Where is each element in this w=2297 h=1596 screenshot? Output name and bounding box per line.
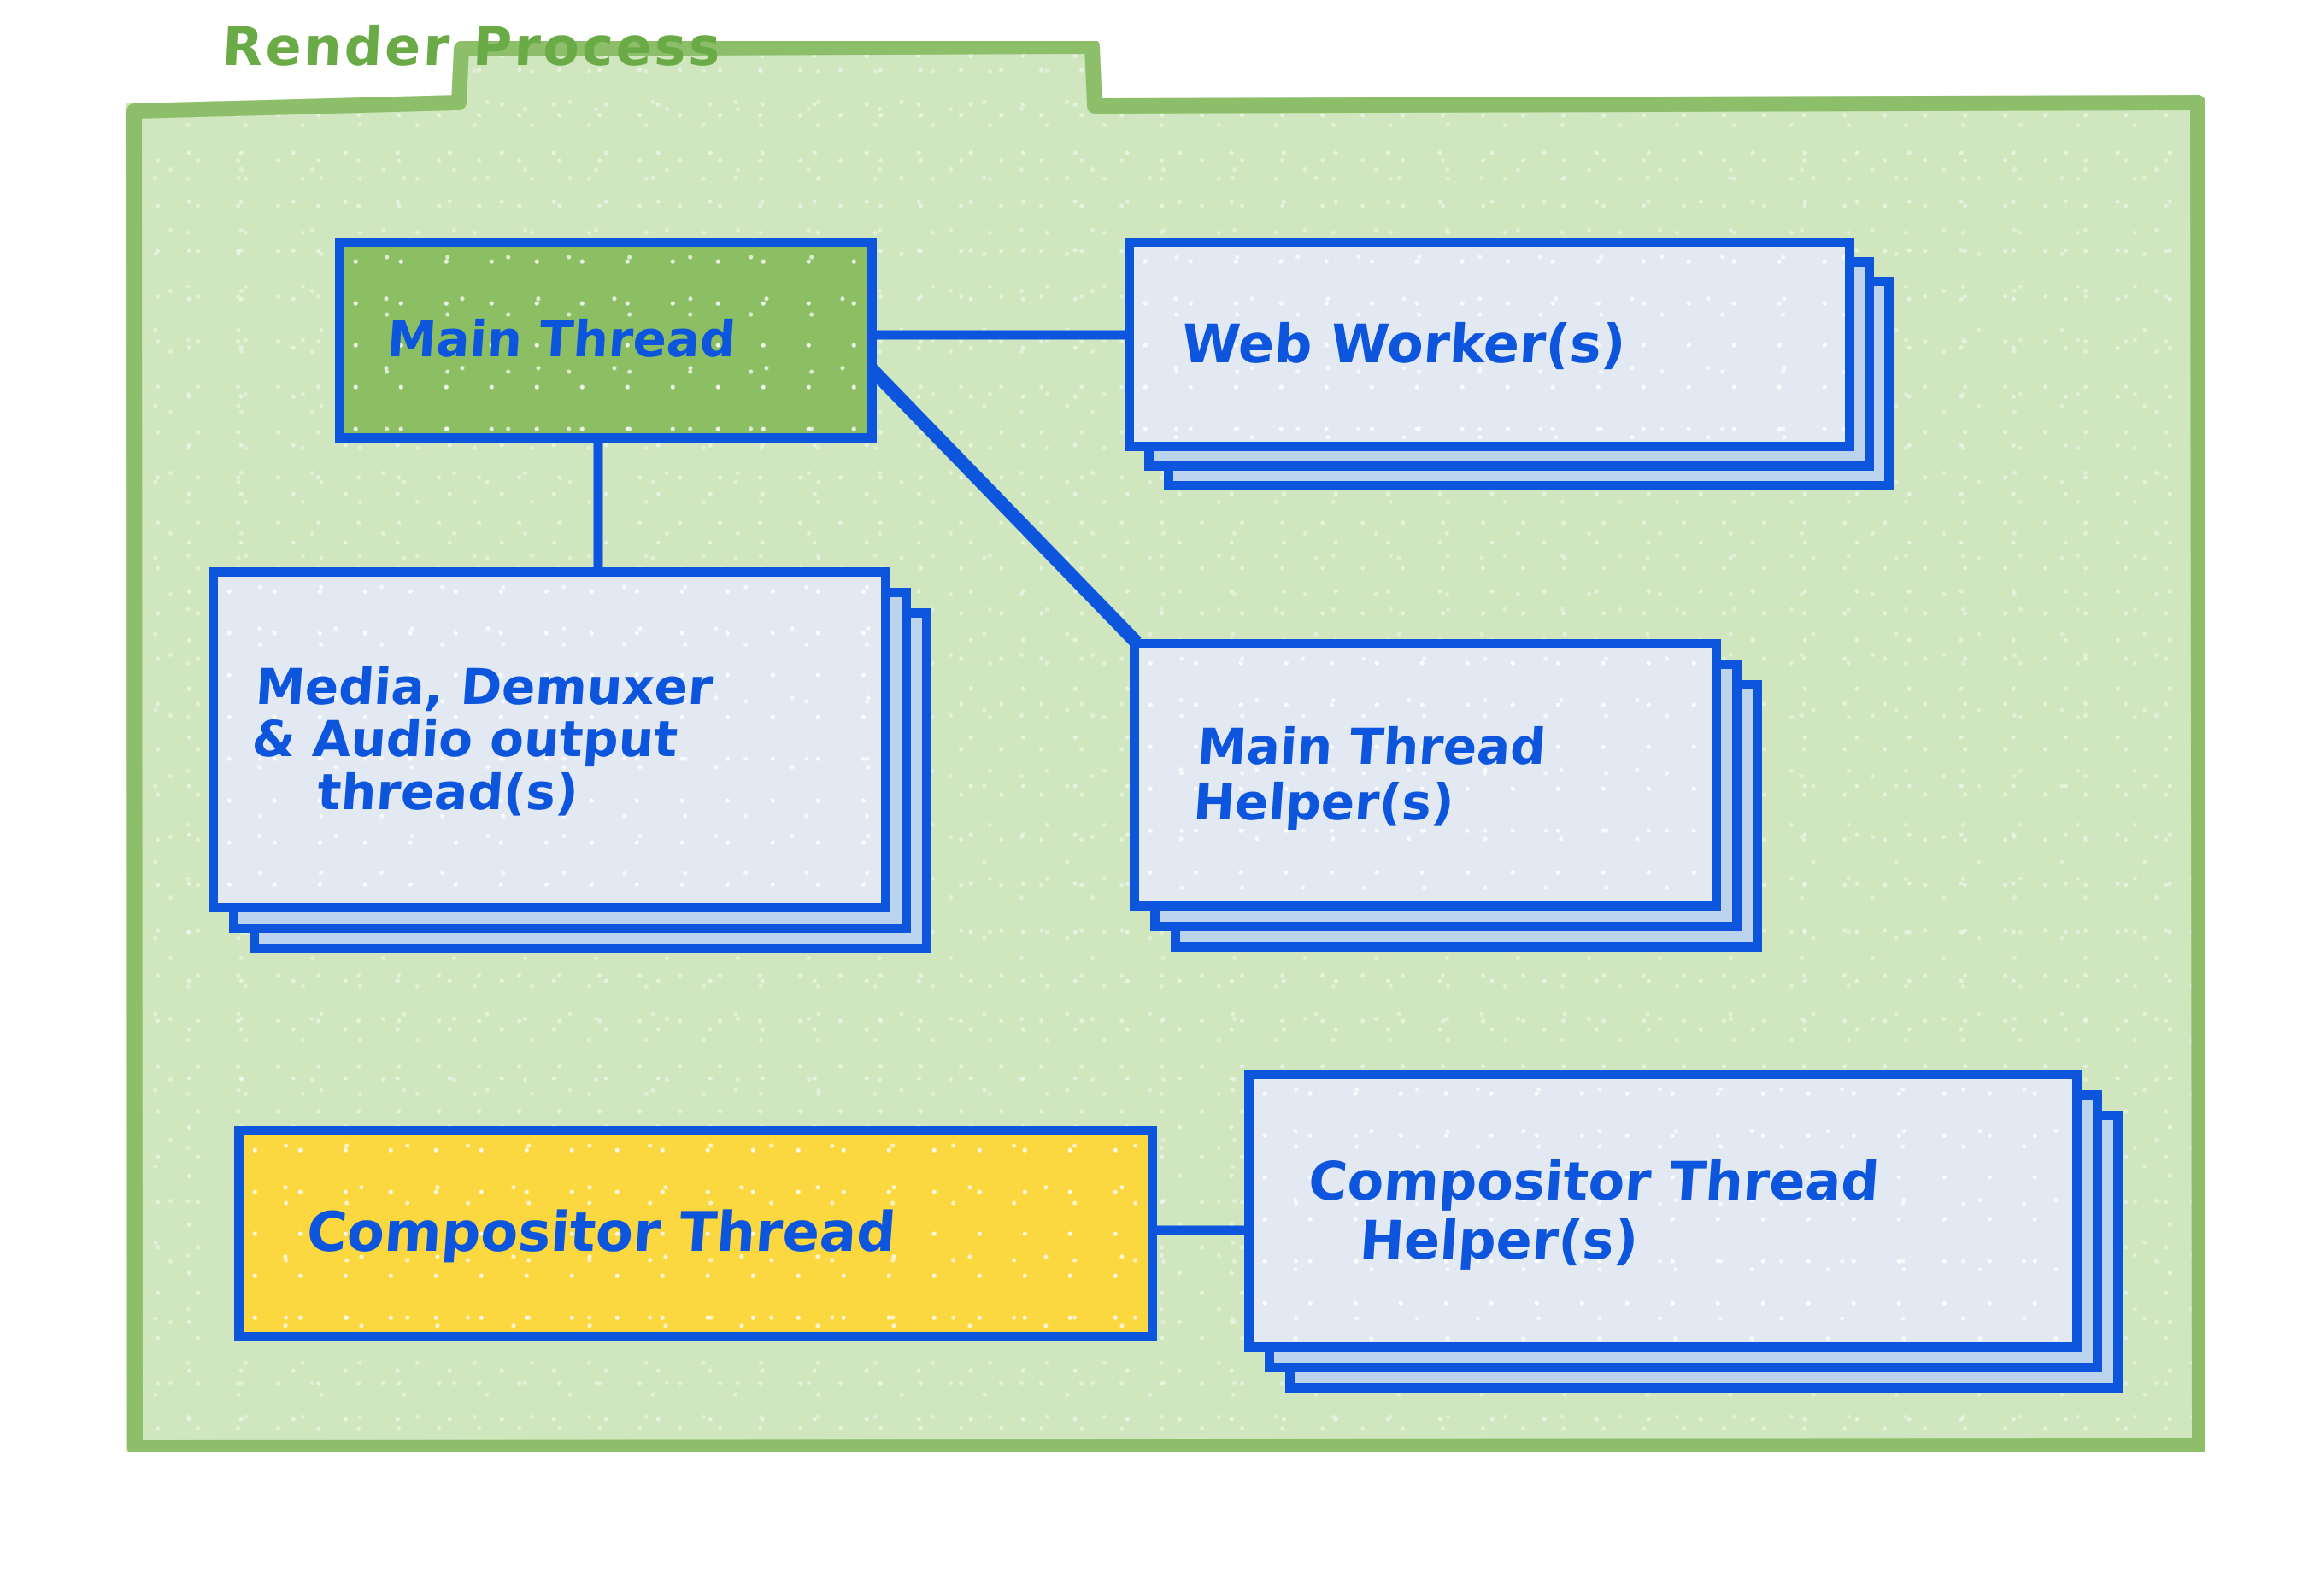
web-worker-label: Web Worker(s)	[1179, 313, 1628, 376]
main-thread-card[interactable]: Main Thread	[335, 238, 877, 443]
main-thread-helper-label: Main Thread Helper(s)	[1191, 718, 1548, 831]
media-demuxer-audio-card[interactable]: Media, Demuxer & Audio output thread(s)	[209, 567, 890, 912]
card-texture	[1254, 1079, 2072, 1342]
compositor-thread-label: Compositor Thread	[304, 1201, 898, 1265]
card-texture	[218, 577, 881, 903]
node-main-thread-helper[interactable]: Main Thread Helper(s)	[1130, 639, 1813, 998]
card-texture	[1134, 247, 1845, 442]
node-main-thread[interactable]: Main Thread	[335, 238, 877, 443]
compositor-thread-helper-card[interactable]: Compositor Thread Helper(s)	[1244, 1070, 2082, 1352]
main-thread-label: Main Thread	[385, 310, 738, 369]
page-title: Render Process	[220, 15, 725, 78]
card-texture	[1139, 648, 1712, 901]
node-media-demuxer-audio[interactable]: Media, Demuxer & Audio output thread(s)	[209, 567, 978, 960]
node-web-worker[interactable]: Web Worker(s)	[1125, 238, 1894, 490]
web-worker-card[interactable]: Web Worker(s)	[1125, 238, 1854, 451]
card-texture	[344, 247, 867, 433]
card-texture	[244, 1135, 1148, 1332]
compositor-thread-card[interactable]: Compositor Thread	[234, 1126, 1157, 1341]
media-demuxer-audio-label: Media, Demuxer & Audio output thread(s)	[246, 657, 715, 821]
node-compositor-thread[interactable]: Compositor Thread	[234, 1126, 1157, 1341]
main-thread-helper-card[interactable]: Main Thread Helper(s)	[1130, 639, 1721, 911]
compositor-thread-helper-label: Compositor Thread Helper(s)	[1302, 1149, 1882, 1271]
node-compositor-thread-helper[interactable]: Compositor Thread Helper(s)	[1244, 1070, 2167, 1429]
